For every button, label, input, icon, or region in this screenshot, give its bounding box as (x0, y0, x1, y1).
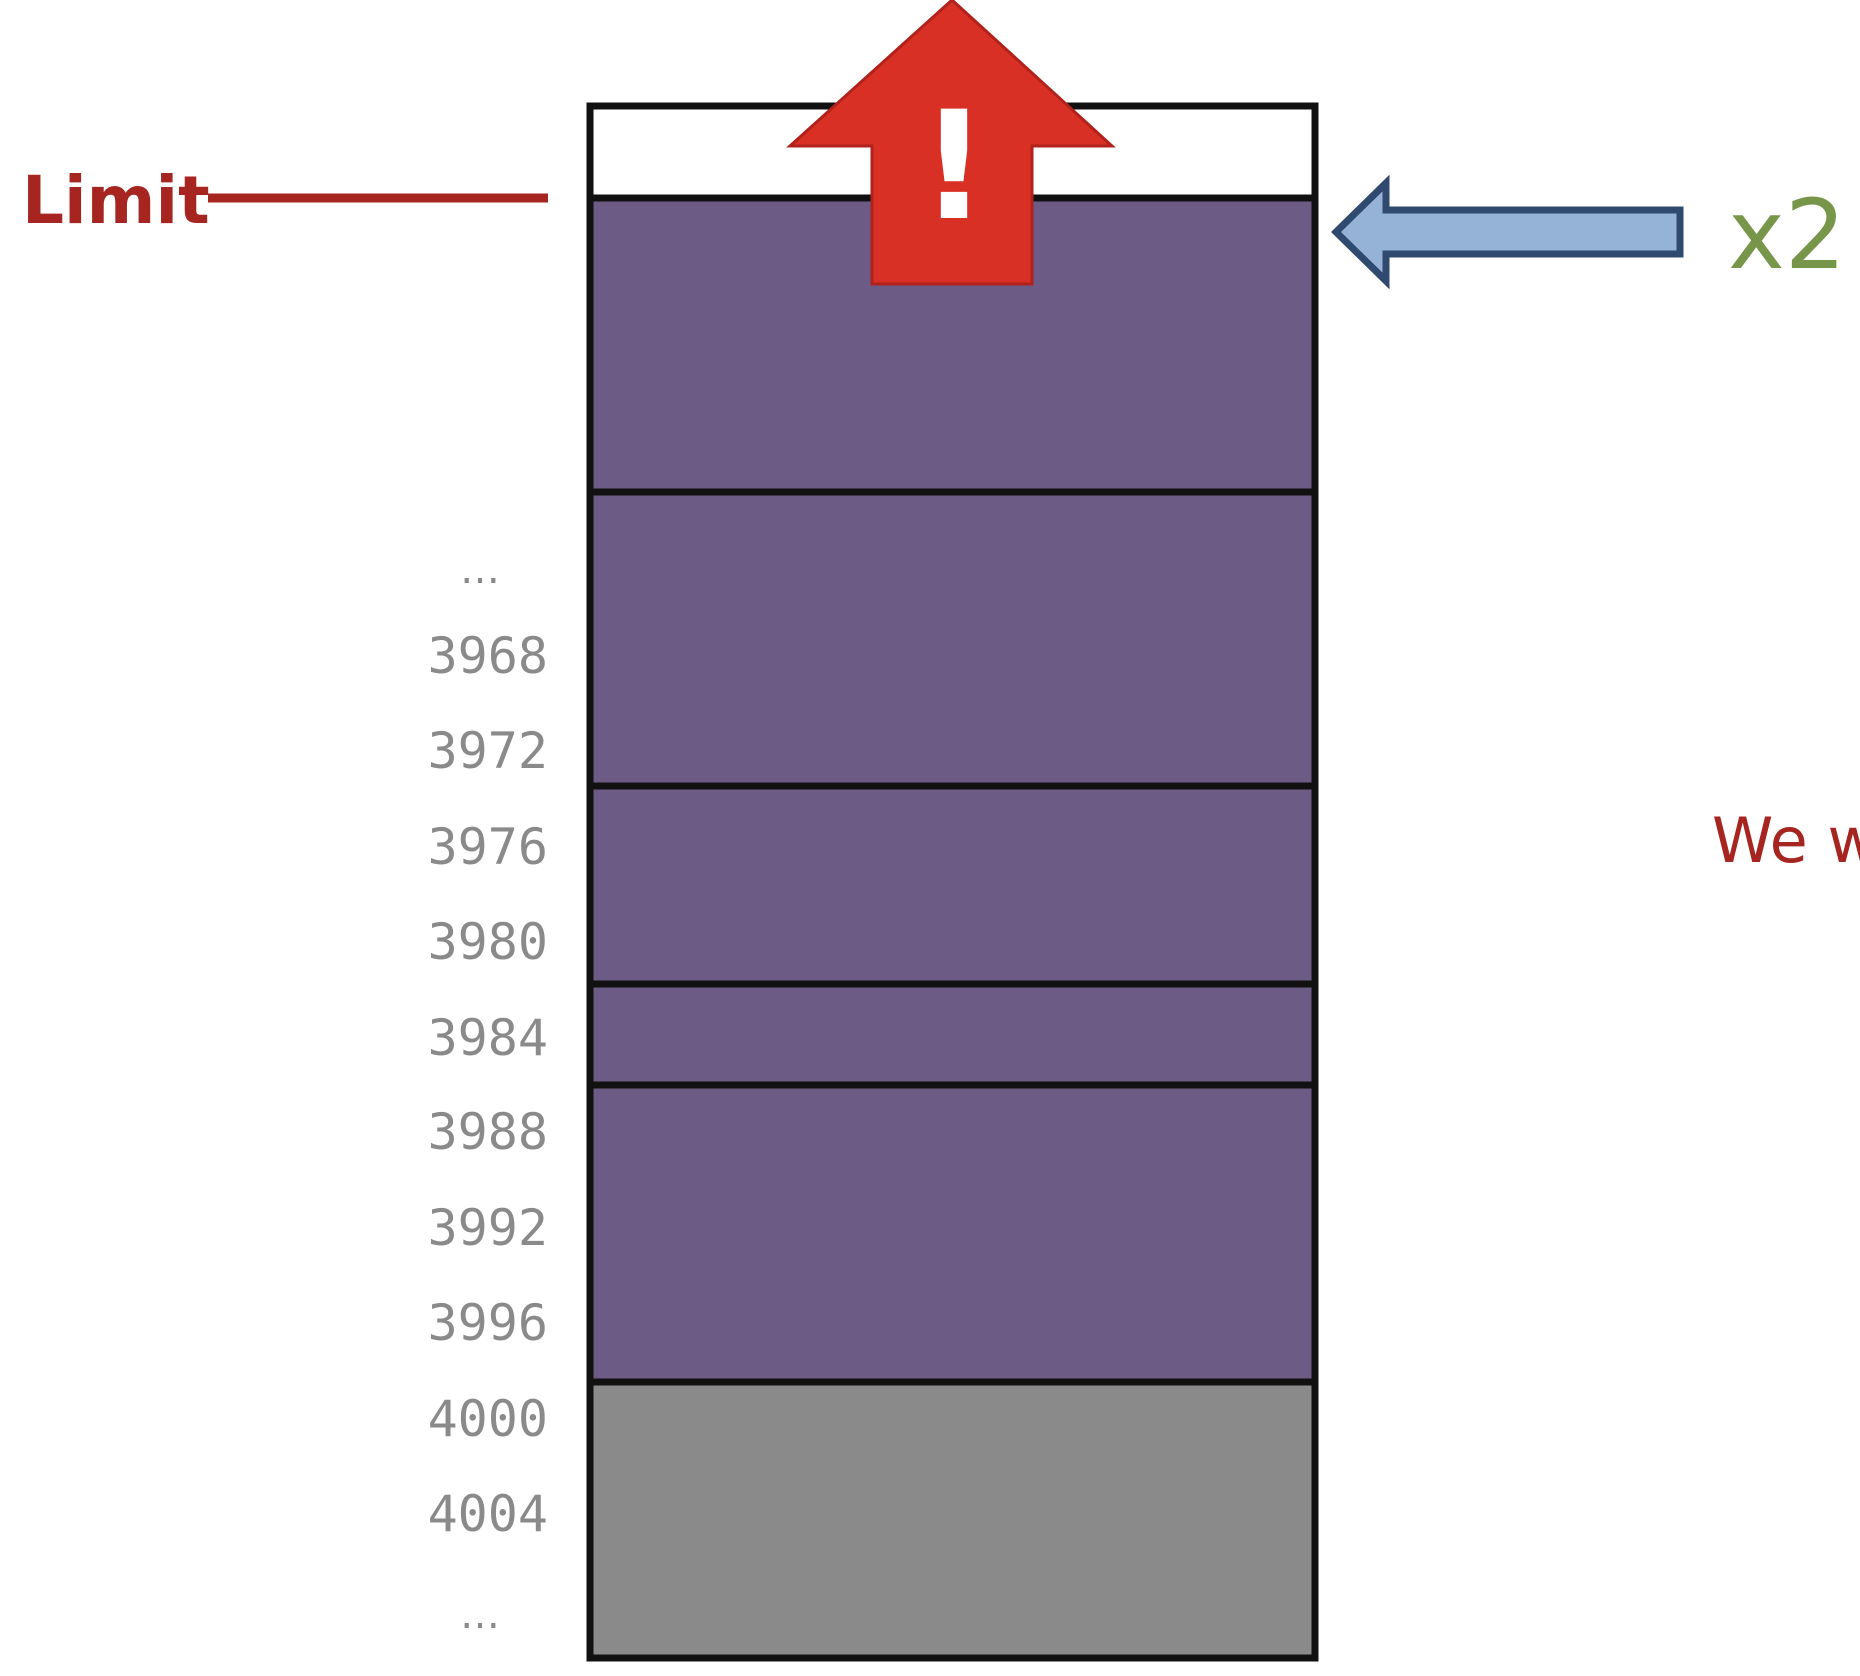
stack-base-block (590, 1382, 1315, 1658)
address-label: 3996 (428, 1294, 548, 1352)
limit-label: Limit (22, 162, 210, 239)
address-label: 3976 (428, 818, 548, 876)
multiplier-label: x2 (1728, 179, 1846, 291)
address-label: 3968 (428, 627, 548, 685)
address-ellipsis-top: … (460, 547, 500, 593)
left-arrow-icon (1330, 174, 1684, 290)
note-text: We w (1712, 804, 1860, 877)
warning-exclamation: ! (920, 80, 988, 254)
address-label: 3988 (428, 1103, 548, 1161)
address-label: 4004 (428, 1485, 548, 1543)
address-label: 3984 (428, 1009, 548, 1067)
stack-frame-5 (590, 1085, 1315, 1382)
address-label: 3980 (428, 913, 548, 971)
up-arrow-exclamation-icon: ! (786, 0, 1116, 286)
address-label: 3992 (428, 1199, 548, 1257)
address-label: 3972 (428, 722, 548, 780)
address-labels: … 3968 3972 3976 3980 3984 3988 3992 399… (428, 547, 548, 1638)
address-label: 4000 (428, 1390, 548, 1448)
stack-frame-4 (590, 984, 1315, 1085)
address-ellipsis-bottom: … (460, 1592, 500, 1638)
stack-frame-3 (590, 786, 1315, 984)
stack-frame-2 (590, 492, 1315, 786)
stack-column (586, 102, 1319, 1662)
